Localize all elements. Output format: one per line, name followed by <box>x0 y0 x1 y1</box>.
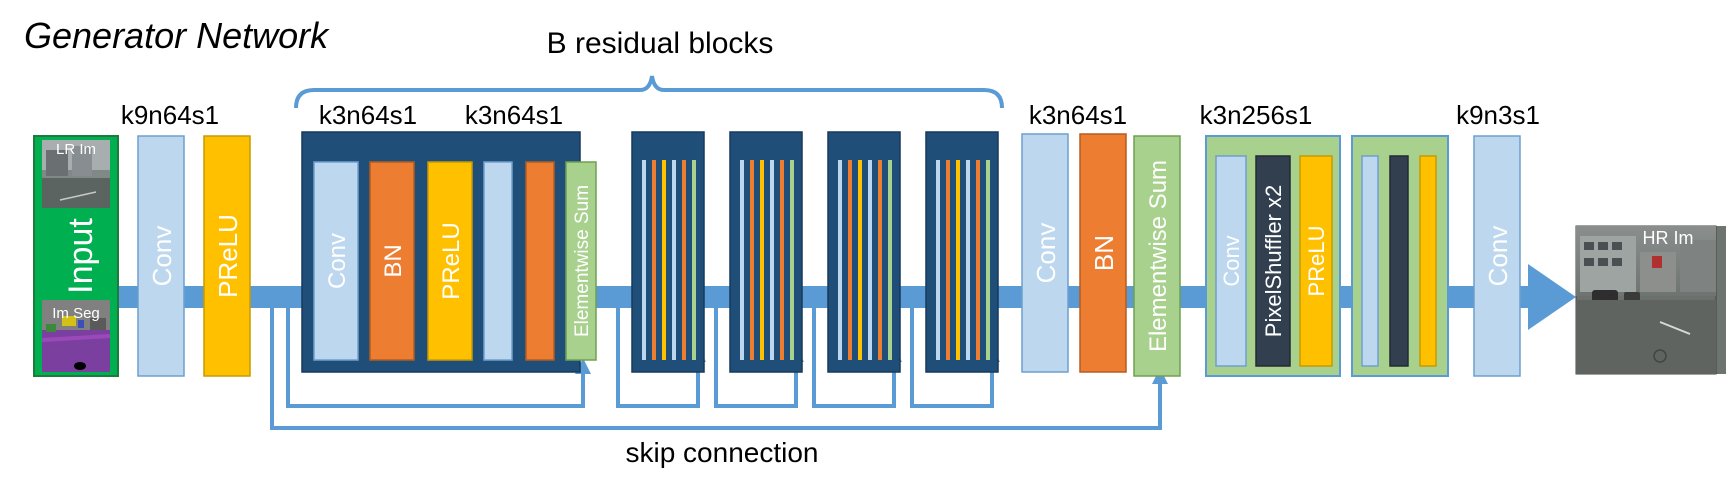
upsample2-shuffler-layer <box>1389 155 1409 367</box>
compact-block-layer-stripe <box>848 160 852 360</box>
post-sum-label: Elementwise Sum <box>1145 160 1172 352</box>
compact-block-layer-stripe <box>682 160 686 360</box>
block-conv-2 <box>483 161 513 361</box>
post-bn-label: BN <box>1089 235 1119 271</box>
compact-block-layer-stripe <box>642 160 646 360</box>
pixel-shuffler-layer <box>1255 155 1291 367</box>
compact-block-layer-stripe <box>888 160 892 360</box>
upsample-prelu-layer <box>1299 155 1333 367</box>
upsample-prelu-label: PReLU <box>1304 226 1329 297</box>
upsample-kernel-label: k3n256s1 <box>1200 100 1313 130</box>
upsample-block-2 <box>1351 135 1449 377</box>
block3-skip-line <box>714 308 798 408</box>
input-label: Input <box>62 218 100 294</box>
compact-block-layer-stripe <box>662 160 666 360</box>
block-bn-1-label: BN <box>380 244 407 277</box>
first-conv-label: Conv <box>147 226 177 287</box>
compact-block-layer-stripe <box>858 160 862 360</box>
compact-residual-block <box>925 131 999 373</box>
block-conv2-kernel-label: k3n64s1 <box>465 100 563 130</box>
compact-block-layer-stripe <box>946 160 950 360</box>
block5-skip-line <box>910 308 994 408</box>
block-conv1-kernel-label: k3n64s1 <box>319 100 417 130</box>
lr-image <box>42 140 110 208</box>
pixel-shuffler-label: PixelShuffler x2 <box>1261 185 1286 337</box>
compact-block-layer-stripe <box>878 160 882 360</box>
compact-block-layer-stripe <box>692 160 696 360</box>
compact-block-layer-stripe <box>770 160 774 360</box>
first-conv-kernel-label: k9n64s1 <box>121 100 219 130</box>
compact-block-layer-stripe <box>966 160 970 360</box>
compact-block-layer-stripe <box>790 160 794 360</box>
block-conv-1 <box>313 161 359 361</box>
diagram-title: Generator Network <box>24 15 330 56</box>
block-bn-1 <box>369 161 415 361</box>
skip-connection-label: skip connection <box>625 437 818 468</box>
post-conv-layer <box>1021 133 1069 373</box>
compact-block-layer-stripe <box>838 160 842 360</box>
final-conv-kernel-label: k9n3s1 <box>1456 100 1540 130</box>
input-block: LR Im Im Seg Input <box>33 135 119 377</box>
upsample-conv-layer <box>1215 155 1247 367</box>
first-prelu-label: PReLU <box>213 214 243 298</box>
post-sum-layer <box>1133 135 1181 377</box>
compact-block-layer-stripe <box>936 160 940 360</box>
block1-skip-line <box>286 308 585 408</box>
first-prelu-layer <box>203 135 251 377</box>
block-prelu-1 <box>427 161 473 361</box>
final-conv-label: Conv <box>1483 226 1513 287</box>
brace-label: B residual blocks <box>547 27 774 60</box>
post-conv-kernel-label: k3n64s1 <box>1029 100 1127 130</box>
block-prelu-1-label: PReLU <box>438 222 465 299</box>
compact-residual-block <box>729 131 803 373</box>
lr-image-label: LR Im <box>56 141 96 158</box>
compact-block-layer-stripe <box>986 160 990 360</box>
residual-brace <box>294 75 1004 109</box>
block-sum-label: Elementwise Sum <box>572 185 593 337</box>
compact-residual-blocks <box>631 131 999 373</box>
block-bn-2 <box>525 161 555 361</box>
skip-connections <box>270 308 1162 430</box>
compact-residual-block <box>827 131 901 373</box>
upsample-block-1: Conv PixelShuffler x2 PReLU <box>1205 135 1341 377</box>
block2-skip-line <box>616 308 700 408</box>
post-conv-label: Conv <box>1031 223 1061 284</box>
hr-image-label: HR Im <box>1643 228 1694 248</box>
compact-block-layer-stripe <box>976 160 980 360</box>
residual-block-1: Conv BN PReLU Elementwise Sum <box>301 131 597 373</box>
first-conv-layer <box>137 135 185 377</box>
seg-image <box>41 300 111 372</box>
block4-skip-line <box>812 308 896 408</box>
upsample2-prelu-layer <box>1419 155 1437 367</box>
block-sum <box>565 161 597 361</box>
long-skip-line <box>270 308 1162 430</box>
block-conv-1-label: Conv <box>324 233 351 289</box>
post-bn-layer <box>1079 133 1127 373</box>
compact-block-layer-stripe <box>868 160 872 360</box>
compact-block-layer-stripe <box>956 160 960 360</box>
compact-block-layer-stripe <box>740 160 744 360</box>
compact-block-layer-stripe <box>780 160 784 360</box>
compact-residual-block <box>631 131 705 373</box>
compact-block-layer-stripe <box>652 160 656 360</box>
hr-image <box>1575 225 1726 375</box>
final-conv-layer <box>1473 135 1521 377</box>
compact-block-layer-stripe <box>760 160 764 360</box>
compact-block-layer-stripe <box>672 160 676 360</box>
upsample2-conv-layer <box>1361 155 1379 367</box>
upsample-conv-label: Conv <box>1219 235 1244 286</box>
compact-block-layer-stripe <box>750 160 754 360</box>
seg-image-label: Im Seg <box>52 305 100 322</box>
